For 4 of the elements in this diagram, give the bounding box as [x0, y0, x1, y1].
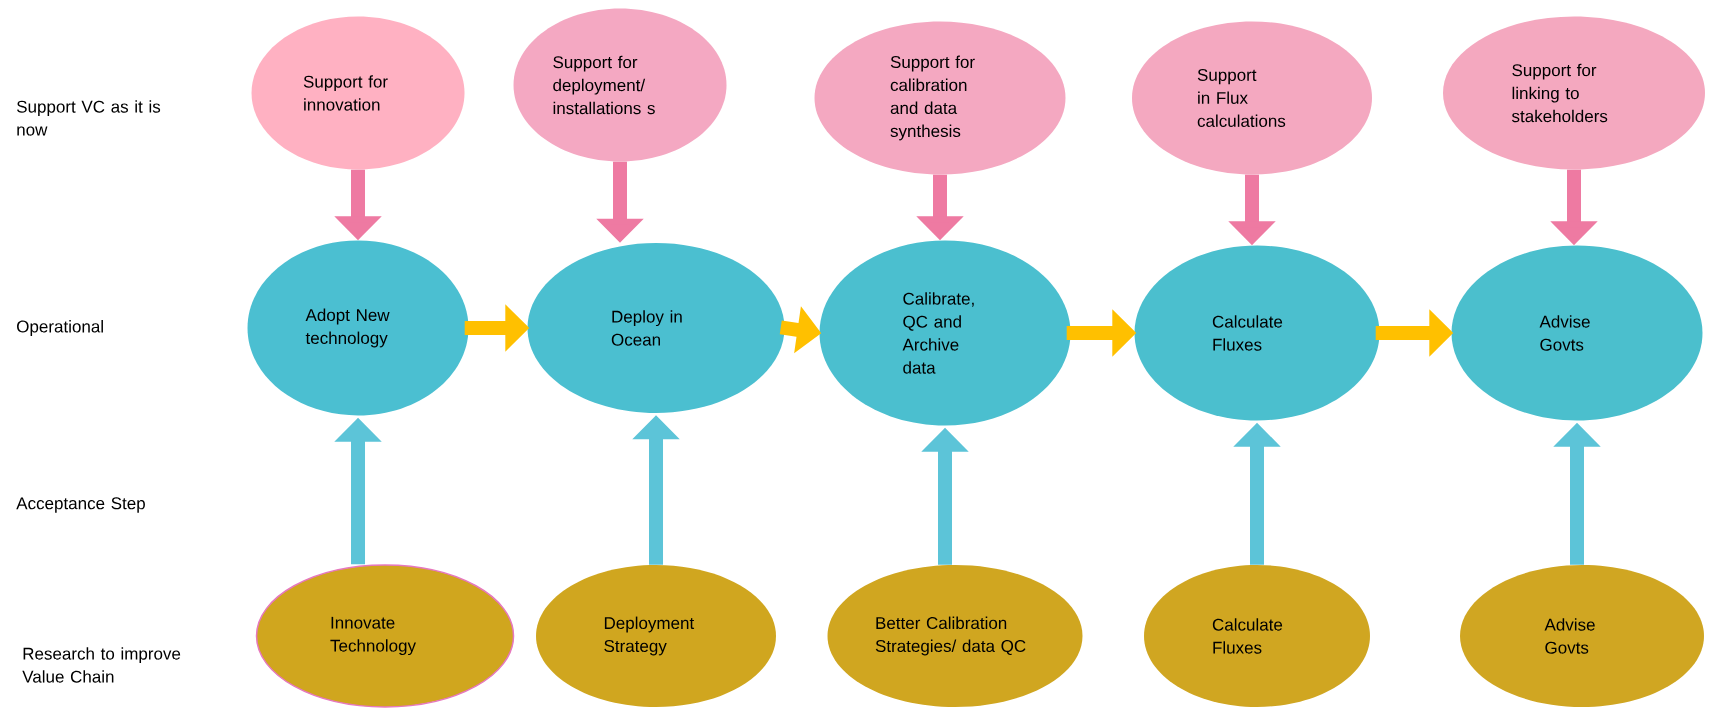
row-label: Acceptance Step: [16, 497, 145, 513]
row-label: Operational: [17, 320, 103, 336]
row-label: Research to improve Value Chain: [22, 647, 181, 683]
row-label: Support VC as it is now: [17, 100, 161, 136]
